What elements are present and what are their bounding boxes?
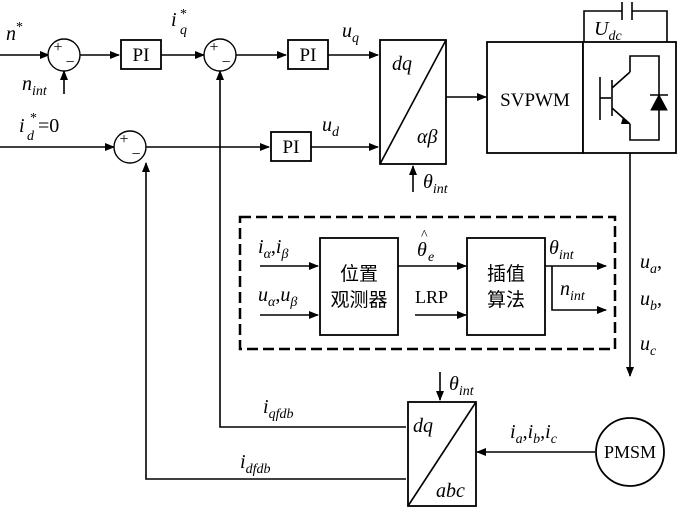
plus-sign: + — [209, 39, 218, 56]
svg-text:θ: θ — [417, 239, 427, 261]
iq-feedback-line — [216, 70, 406, 428]
alpha-beta-label: αβ — [417, 126, 437, 148]
pi-id-block: PI — [270, 131, 312, 162]
abc-label: abc — [436, 480, 465, 502]
summing-junction-iq: + − — [203, 38, 237, 72]
inverter-block — [582, 41, 677, 154]
svpwm-block: SVPWM — [486, 41, 584, 154]
summing-junction-id: + − — [113, 130, 147, 164]
i-dfdb-label: idfdb — [240, 451, 270, 477]
svg-text:^: ^ — [421, 228, 428, 243]
pmsm-motor: PMSM — [595, 417, 665, 487]
dc-link-right — [632, 10, 668, 42]
theta-int-out-label: θint — [549, 237, 575, 263]
udc-label: Udc — [594, 18, 622, 44]
n-int-out-line — [551, 266, 607, 314]
uq-label: uq — [342, 20, 359, 46]
id-feedback-line — [142, 162, 406, 480]
observer-label-2: 观测器 — [330, 289, 387, 311]
position-observer-block: 位置 观测器 — [319, 237, 399, 336]
dq-label: dq — [392, 53, 412, 75]
interp-label-1: 插值 — [487, 263, 525, 285]
svg-text:=0: =0 — [38, 115, 59, 137]
minus-sign: − — [221, 54, 230, 71]
svg-text:d: d — [27, 129, 35, 144]
dc-link-left — [583, 10, 622, 42]
signal-labels: n* nint i * q i d * =0 uq ud θint Udc iα… — [6, 7, 662, 477]
i-alpha-beta-label: iα,iβ — [258, 236, 288, 262]
n-int-out-label: nint — [560, 278, 586, 304]
interpolation-block: 插值 算法 — [466, 237, 546, 336]
igbt-icon — [599, 55, 660, 141]
plus-sign: + — [53, 39, 62, 56]
minus-sign: − — [65, 54, 74, 71]
svg-text:*: * — [180, 7, 187, 22]
dq-label: dq — [413, 415, 433, 437]
n-int-label: nint — [22, 73, 48, 99]
block-label: PI — [300, 45, 317, 66]
lrp-label: LRP — [415, 287, 448, 307]
theta-int-label-bottom: θint — [449, 373, 475, 399]
theta-e-hat-label: ^ θ e — [417, 228, 434, 265]
svg-text:i: i — [19, 115, 25, 137]
svg-text:i: i — [171, 9, 177, 31]
inverse-park-transform-block: dq αβ — [379, 39, 447, 165]
park-transform-block: dq abc — [407, 401, 477, 507]
plus-sign: + — [119, 131, 128, 148]
pi-iq-block: PI — [287, 39, 329, 70]
uc-label: uc — [640, 333, 657, 359]
summing-junction-speed: + − — [47, 38, 81, 72]
ub-label: ub, — [640, 288, 662, 314]
pi-speed-block: PI — [120, 39, 162, 70]
theta-int-label-top: θint — [423, 171, 449, 197]
block-label: PI — [133, 45, 150, 66]
block-label: PI — [283, 137, 300, 158]
ud-label: ud — [322, 114, 340, 140]
svg-text:e: e — [428, 250, 434, 265]
u-alpha-beta-label: uα,uβ — [258, 284, 297, 310]
minus-sign: − — [131, 146, 140, 163]
diode-icon — [650, 76, 668, 111]
n-ref-label: n* — [6, 20, 23, 45]
svg-text:*: * — [30, 111, 37, 126]
observer-subsystem-frame — [238, 215, 617, 351]
ua-label: ua, — [640, 251, 662, 277]
i-abc-label: ia,ib,ic — [510, 421, 558, 447]
observer-label-1: 位置 — [340, 263, 378, 285]
id-ref-label: i d * =0 — [19, 111, 59, 144]
i-qfdb-label: iqfdb — [263, 396, 293, 422]
block-label: SVPWM — [500, 90, 570, 111]
block-label: PMSM — [604, 442, 656, 462]
interp-label-2: 算法 — [487, 289, 525, 311]
iq-ref-label: i * q — [171, 7, 187, 38]
svg-text:q: q — [180, 23, 187, 38]
signal-lines — [0, 2, 668, 480]
